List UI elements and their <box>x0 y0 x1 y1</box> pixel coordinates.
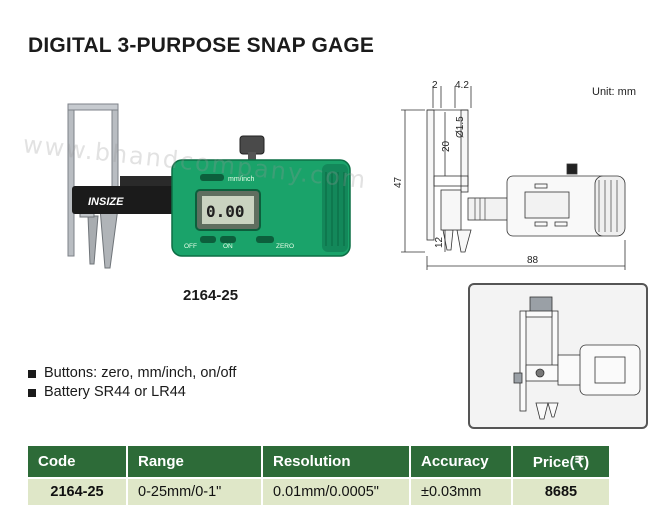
cell-accuracy: ±0.03mm <box>411 477 513 505</box>
header-resolution: Resolution <box>263 446 411 477</box>
feature-item: Battery SR44 or LR44 <box>28 383 236 402</box>
feature-list: Buttons: zero, mm/inch, on/off Battery S… <box>28 364 236 402</box>
dim-20: 20 <box>441 140 452 152</box>
button-on: ON <box>223 243 233 250</box>
brand-logo: INSIZE <box>88 196 124 208</box>
header-accuracy: Accuracy <box>411 446 513 477</box>
button-off: OFF <box>184 243 197 250</box>
cell-code: 2164-25 <box>28 477 128 505</box>
button-mm-inch: mm/inch <box>228 176 255 183</box>
page-title: DIGITAL 3-PURPOSE SNAP GAGE <box>28 34 375 57</box>
cell-resolution: 0.01mm/0.0005" <box>263 477 411 505</box>
detail-drawing <box>513 296 641 420</box>
model-label: 2164-25 <box>183 287 239 304</box>
dim-diameter: Ø1.5 <box>455 116 466 138</box>
detail-inset <box>468 283 648 429</box>
dim-2: 2 <box>432 80 438 91</box>
feature-text: Battery SR44 or LR44 <box>44 384 186 400</box>
dim-47: 47 <box>393 176 404 188</box>
table-header-row: Code Range Resolution Accuracy Price(₹) <box>28 446 609 477</box>
table-row: 2164-25 0-25mm/0-1" 0.01mm/0.0005" ±0.03… <box>28 477 609 505</box>
dim-88: 88 <box>527 255 539 266</box>
spec-table: Code Range Resolution Accuracy Price(₹) … <box>28 446 609 505</box>
technical-drawing: 2 4.2 Ø1.5 20 47 12 88 <box>393 80 626 270</box>
feature-item: Buttons: zero, mm/inch, on/off <box>28 364 236 383</box>
cell-range: 0-25mm/0-1" <box>128 477 263 505</box>
feature-text: Buttons: zero, mm/inch, on/off <box>44 365 237 381</box>
header-price: Price(₹) <box>513 446 609 477</box>
bullet-icon <box>28 369 36 378</box>
product-photo: INSIZE mm/inch 0.00 OFF ON ZERO <box>67 103 351 269</box>
header-range: Range <box>128 446 263 477</box>
button-zero: ZERO <box>276 243 294 250</box>
dim-4-2: 4.2 <box>455 80 469 91</box>
cell-price: 8685 <box>513 477 609 505</box>
bullet-icon <box>28 388 36 397</box>
unit-label: Unit: mm <box>592 86 636 98</box>
dim-12: 12 <box>434 236 445 248</box>
header-code: Code <box>28 446 128 477</box>
lcd-reading: 0.00 <box>206 202 245 221</box>
